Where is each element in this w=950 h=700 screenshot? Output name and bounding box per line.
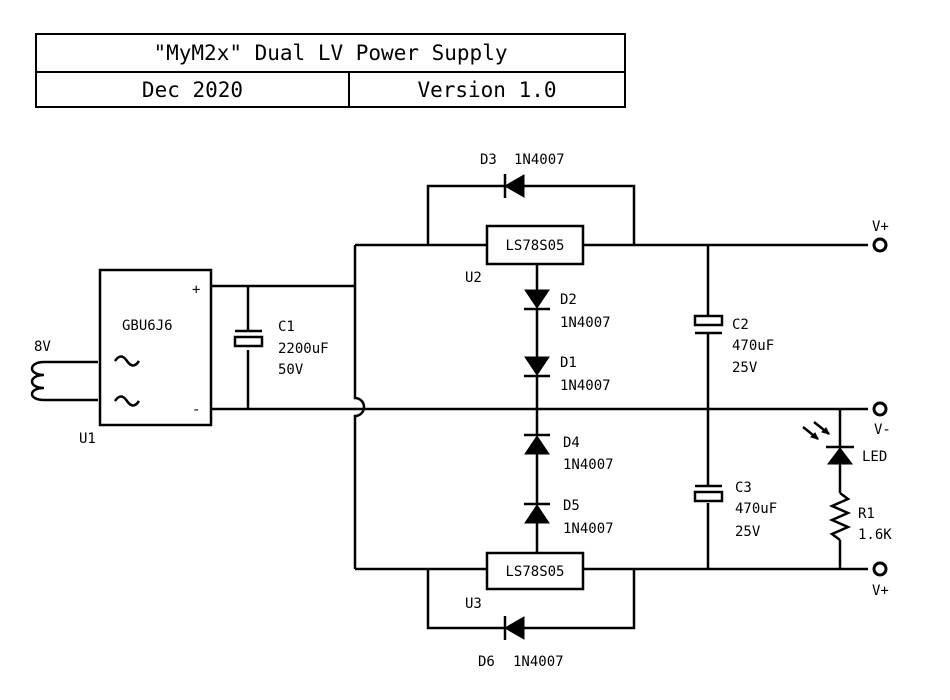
c3-ref: C3: [735, 480, 752, 496]
d2-value: 1N4007: [560, 315, 611, 331]
c3-voltage: 25V: [735, 524, 761, 540]
d4-value: 1N4007: [563, 457, 614, 473]
led-diode: [802, 421, 854, 465]
c1-voltage: 50V: [278, 362, 304, 378]
schematic-date: Dec 2020: [37, 73, 350, 106]
title-block: "MyM2x" Dual LV Power Supply Dec 2020 Ve…: [35, 33, 626, 108]
u3-ref: U3: [465, 596, 482, 612]
schematic-version: Version 1.0: [417, 77, 557, 102]
r1-value: 1.6K: [858, 527, 892, 543]
output-terminal-top: [872, 237, 888, 253]
d5-value: 1N4007: [563, 521, 614, 537]
c3-value: 470uF: [735, 501, 777, 517]
d3-value: 1N4007: [514, 152, 565, 168]
u1-plus: +: [192, 282, 200, 298]
c1-value: 2200uF: [278, 341, 329, 357]
d1-value: 1N4007: [560, 378, 611, 394]
capacitor-c2: [693, 314, 724, 335]
d5-ref: D5: [563, 498, 580, 514]
u1-ref: U1: [79, 431, 96, 447]
u1-value: GBU6J6: [122, 318, 173, 334]
output-label-top: V+: [872, 219, 889, 235]
output-label-mid: V-: [874, 422, 891, 438]
diode-d3: [503, 174, 525, 198]
resistor-r1: [828, 492, 852, 541]
transformer-coil: [30, 360, 45, 402]
u2-value: LS78S05: [505, 238, 564, 254]
d6-ref: D6: [478, 654, 495, 670]
output-terminal-bottom: [872, 561, 888, 577]
wires: [44, 184, 868, 630]
u2-ref: U2: [465, 270, 482, 286]
d3-ref: D3: [480, 152, 497, 168]
output-terminal-mid: [872, 401, 888, 417]
c2-ref: C2: [732, 317, 749, 333]
diode-d1: [524, 356, 550, 378]
led-ref: LED: [862, 449, 887, 465]
regulator-u2: [485, 224, 585, 266]
c1-ref: C1: [278, 319, 295, 335]
d1-ref: D1: [560, 355, 577, 371]
u1-minus: -: [192, 402, 200, 418]
diode-d5: [524, 502, 550, 524]
capacitor-c1: [233, 329, 264, 348]
d4-ref: D4: [563, 435, 580, 451]
diode-d6: [503, 616, 525, 640]
schematic-title: "MyM2x" Dual LV Power Supply: [37, 35, 624, 73]
diode-d4: [524, 433, 550, 455]
regulator-u3: [485, 551, 585, 591]
u3-value: LS78S05: [505, 564, 564, 580]
capacitor-c3: [693, 484, 724, 503]
d2-ref: D2: [560, 292, 577, 308]
diode-d2: [524, 289, 550, 311]
r1-ref: R1: [858, 506, 875, 522]
bridge-rectifier-u1: [98, 268, 213, 427]
output-label-bottom: V+: [872, 583, 889, 599]
c2-value: 470uF: [732, 338, 774, 354]
transformer-label: 8V: [34, 339, 51, 355]
c2-voltage: 25V: [732, 360, 758, 376]
d6-value: 1N4007: [513, 654, 564, 670]
